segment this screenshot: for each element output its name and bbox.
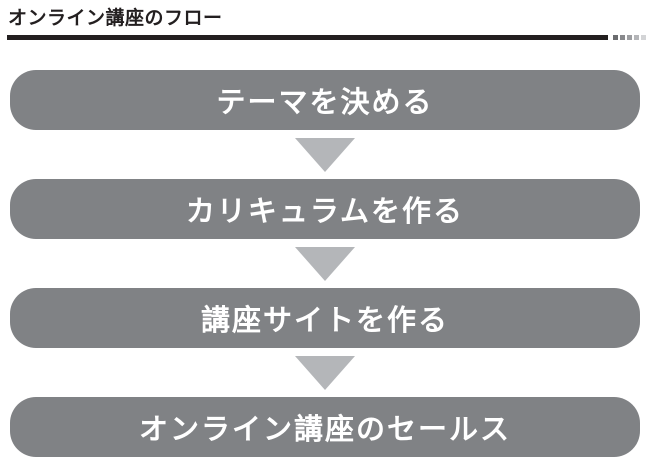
rule-fade-square [634, 35, 639, 40]
title-rule [7, 35, 608, 40]
flow-step-sales: オンライン講座のセールス [10, 397, 640, 457]
down-arrow-icon [295, 137, 355, 172]
page-title: オンライン講座のフロー [8, 8, 223, 29]
flow-step-curriculum: カリキュラムを作る [10, 179, 640, 239]
rule-fade-square [627, 35, 632, 40]
rule-fade-square [613, 35, 618, 40]
flow-step-label: 講座サイトを作る [200, 305, 449, 337]
arrow-row [10, 130, 640, 179]
title-underline [7, 35, 646, 40]
flow-diagram: テーマを決める カリキュラムを作る 講座サイトを作る オンライン講座のセールス [0, 70, 650, 457]
flow-step-label: テーマを決める [216, 87, 434, 119]
rule-fade-square [641, 35, 646, 40]
flow-step-label: カリキュラムを作る [185, 196, 465, 228]
down-arrow-icon [295, 355, 355, 390]
flow-step-label: オンライン講座のセールス [138, 414, 511, 446]
rule-fade-square [620, 35, 625, 40]
flow-step-course-site: 講座サイトを作る [10, 288, 640, 348]
header: オンライン講座のフロー [0, 0, 650, 40]
arrow-row [10, 348, 640, 397]
down-arrow-icon [295, 246, 355, 281]
arrow-row [10, 239, 640, 288]
flow-step-theme: テーマを決める [10, 70, 640, 130]
